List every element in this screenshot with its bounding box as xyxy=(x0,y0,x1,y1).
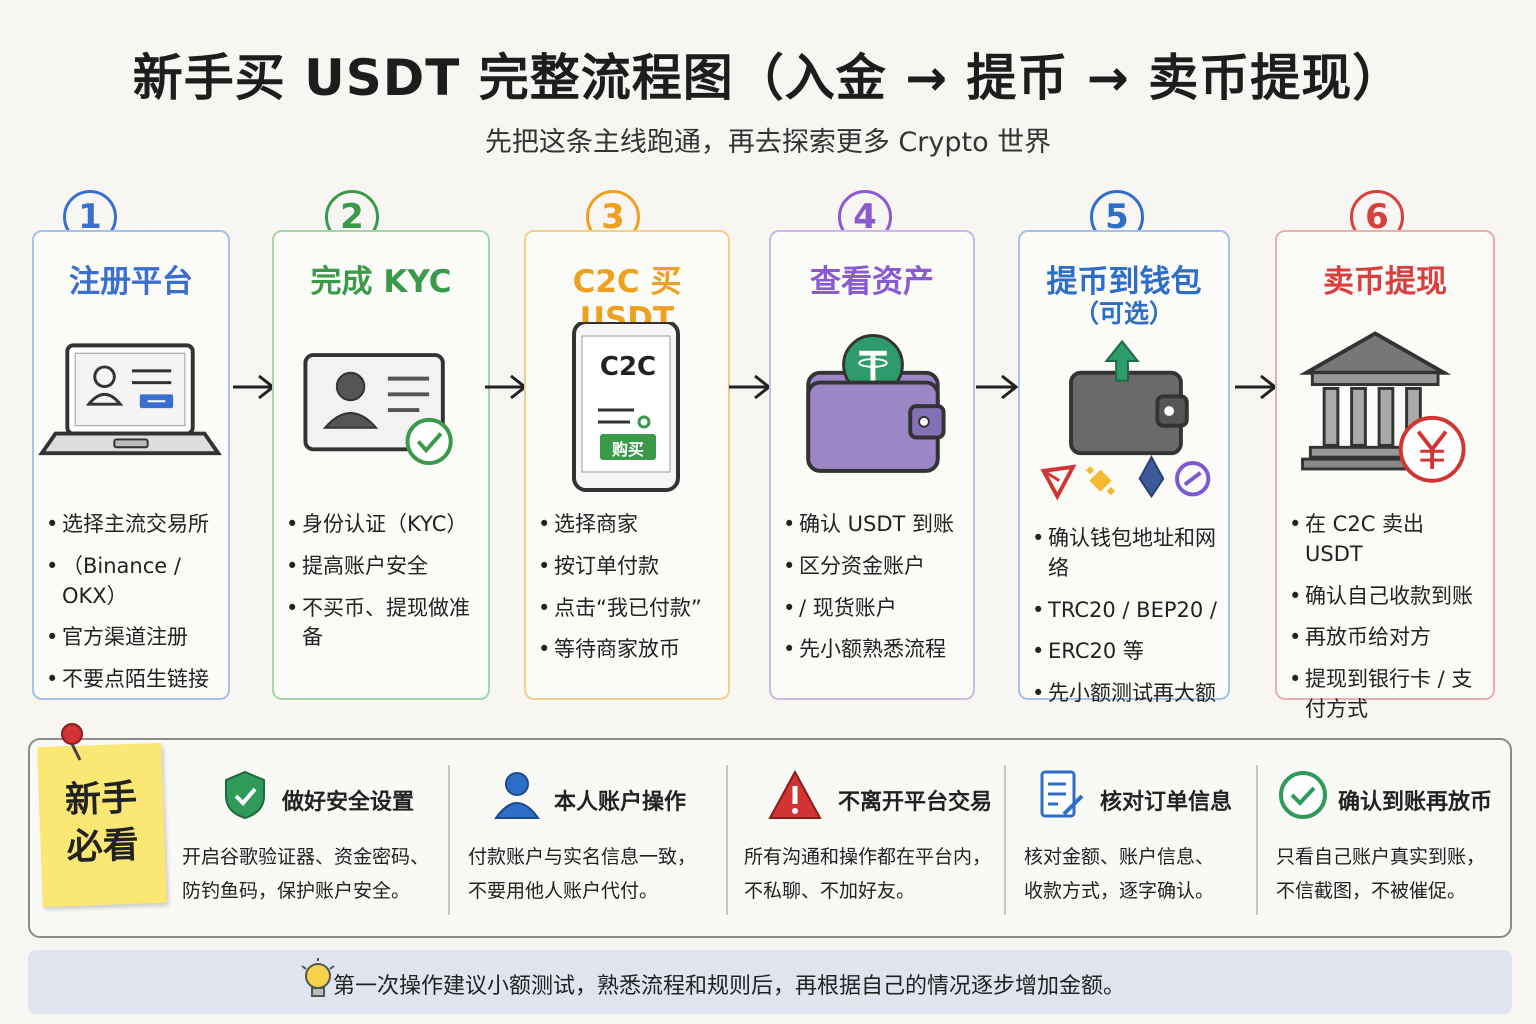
step-card-assets: 查看资产 确认 USDT 到账区分资金账户 / 现货账户先小额熟悉流程 xyxy=(769,230,975,700)
step-bullets: 确认 USDT 到账区分资金账户 / 现货账户先小额熟悉流程 xyxy=(783,510,967,677)
wallet-icon xyxy=(806,334,946,473)
tip-text: 只看自己账户真实到账， 不信截图，不被催促。 xyxy=(1276,846,1486,903)
footer-text: 第一次操作建议小额测试，熟悉流程和规则后，再根据自己的情况逐步增加金额。 xyxy=(333,974,1126,999)
step-title: 注册平台 xyxy=(69,264,193,300)
step-bullet-item: 确认 USDT 到账 xyxy=(783,510,967,540)
step-bullet-item: 区分资金账户 xyxy=(783,552,967,582)
step-title: 查看资产 xyxy=(810,264,934,300)
tip-confirm-receipt: 确认到账再放币 只看自己账户真实到账， 不信截图，不被催促。 xyxy=(1276,760,1508,920)
check-circle-icon xyxy=(1279,771,1327,819)
tip-text: 开启谷歌验证器、资金密码、 防钓鱼码，保护账户安全。 xyxy=(182,846,430,903)
bank-icon xyxy=(1299,331,1466,483)
tips-panel xyxy=(28,738,1512,938)
footer-banner: 第一次操作建议小额测试，熟悉流程和规则后，再根据自己的情况逐步增加金额。 xyxy=(28,950,1512,1014)
step-bullet-item: 按订单付款 xyxy=(538,552,722,582)
tip-title: 确认到账再放币 xyxy=(1338,790,1493,815)
wallet-upload-icon xyxy=(1040,339,1211,501)
tip-text: 付款账户与实名信息一致， 不要用他人账户代付。 xyxy=(468,846,697,903)
lightbulb-icon xyxy=(301,958,335,997)
step-bullet-item: 确认钱包地址和网络 xyxy=(1032,524,1222,584)
tip-divider xyxy=(1004,765,1006,915)
step-bullet-item: 官方渠道注册 xyxy=(46,623,222,653)
step-card-kyc: 完成 KYC 身份认证（KYC） 提高账户安全不买币、提现做准备 xyxy=(272,230,490,700)
step-card-register: 注册平台 选择主流交易所 （Binance / OKX） 官方渠道注册不要点陌生链接 xyxy=(32,230,230,700)
tip-stay-on-platform: 不离开平台交易 所有沟通和操作都在平台内， 不私聊、不加好友。 xyxy=(744,760,1006,920)
step-bullet-item: 提现到银行卡 / 支付方式 xyxy=(1289,665,1487,725)
tip-check-order: 核对订单信息 核对金额、账户信息、 收款方式，逐字确认。 xyxy=(1024,760,1254,920)
step-bullet-item: 选择主流交易所 xyxy=(46,510,222,540)
step-bullet-item: ERC20 等 xyxy=(1032,637,1222,667)
page-title: 新手买 USDT 完整流程图（入金 → 提币 → 卖币提现） xyxy=(132,49,1404,107)
step-bullet-item: 再放币给对方 xyxy=(1289,623,1487,653)
step-bullet-item: 提高账户安全 xyxy=(286,552,482,582)
tip-title: 做好安全设置 xyxy=(282,790,415,815)
step-bullet-item: 不买币、提现做准备 xyxy=(286,594,482,654)
pushpin-icon xyxy=(61,723,83,761)
phone-icon: C2C 购买 xyxy=(526,322,728,502)
tip-divider xyxy=(1256,765,1258,915)
tip-title: 核对订单信息 xyxy=(1100,790,1233,815)
step-bullets: 选择商家按订单付款点击“我已付款” 等待商家放币 xyxy=(538,510,722,677)
laptop-icon xyxy=(38,343,222,456)
buy-button-label: 购买 xyxy=(611,440,644,459)
id-card-icon xyxy=(303,353,453,466)
page-subtitle: 先把这条主线跑通，再去探索更多 Crypto 世界 xyxy=(484,127,1052,158)
step-card-withdraw: 提币到钱包 （可选） 确认钱包地址和网络 TRC20 / BEP20 / ERC20… xyxy=(1018,230,1230,709)
step-bullet-item: 先小额测试再大额 xyxy=(1032,679,1222,709)
step-title: 完成 KYC xyxy=(310,264,452,300)
step-bullet-item: / 现货账户 xyxy=(783,594,967,624)
step-bullets: 在 C2C 卖出 USDT 确认自己收款到账再放币给对方提现到银行卡 / 支付方式 xyxy=(1289,510,1487,737)
phone-header-label: C2C xyxy=(599,352,657,382)
sticky-line: 必看 xyxy=(66,824,140,869)
tip-divider xyxy=(726,765,728,915)
step-bullet-item: 在 C2C 卖出 USDT xyxy=(1289,510,1487,570)
shield-check-icon xyxy=(225,770,265,820)
tip-divider xyxy=(448,765,450,915)
step-card-cashout: 卖币提现 在 C2C 卖出 USDT确认自己收款到账再放币给对方提现到银行卡 /… xyxy=(1275,230,1495,721)
warning-icon xyxy=(768,769,822,819)
step-bullet-item: 点击“我已付款” xyxy=(538,594,722,624)
step-bullet-item: 身份认证（KYC） xyxy=(286,510,482,540)
tip-title: 不离开平台交易 xyxy=(838,790,993,815)
tip-text: 核对金额、账户信息、 收款方式，逐字确认。 xyxy=(1024,846,1215,903)
step-bullet-item: TRC20 / BEP20 / xyxy=(1032,596,1222,626)
step-bullet-item: 确认自己收款到账 xyxy=(1289,582,1487,612)
step-bullets: 身份认证（KYC） 提高账户安全不买币、提现做准备 xyxy=(286,510,482,665)
step-subtitle: （可选） xyxy=(1073,299,1174,328)
tip-text: 所有沟通和操作都在平台内， 不私聊、不加好友。 xyxy=(744,846,992,903)
document-edit-icon xyxy=(1040,770,1084,818)
step-bullets: 确认钱包地址和网络 TRC20 / BEP20 / ERC20 等先小额测试再大额 xyxy=(1032,524,1222,721)
step-title: 卖币提现 xyxy=(1323,264,1447,300)
tip-title: 本人账户操作 xyxy=(554,790,687,815)
step-bullet-item: 不要点陌生链接 xyxy=(46,665,222,695)
step-title: 提币到钱包 xyxy=(1046,264,1202,300)
arrow-right-icon xyxy=(233,374,276,400)
arrow-right-icon xyxy=(976,374,1019,400)
user-icon xyxy=(494,772,540,819)
step-bullet-item: 选择商家 xyxy=(538,510,722,540)
step-bullet-item: 等待商家放币 xyxy=(538,635,722,665)
step-bullet-item: （Binance / OKX） xyxy=(46,552,222,612)
tip-security: 做好安全设置 开启谷歌验证器、资金密码、 防钓鱼码，保护账户安全。 xyxy=(182,760,440,920)
arrow-right-icon xyxy=(1235,374,1278,400)
step-card-c2c: C2C 买 USDT C2C 购买 选择商家按订单付款点击“我已付款”等待商家放… xyxy=(524,230,730,700)
sticky-line: 新手 xyxy=(64,777,138,822)
sticky-note: 新手 必看 xyxy=(37,742,167,908)
tip-own-account: 本人账户操作 付款账户与实名信息一致， 不要用他人账户代付。 xyxy=(468,760,730,920)
arrow-right-icon xyxy=(485,374,528,400)
step-bullet-item: 先小额熟悉流程 xyxy=(783,635,967,665)
arrow-right-icon xyxy=(729,374,772,400)
step-bullets: 选择主流交易所 （Binance / OKX） 官方渠道注册不要点陌生链接 xyxy=(46,510,222,707)
